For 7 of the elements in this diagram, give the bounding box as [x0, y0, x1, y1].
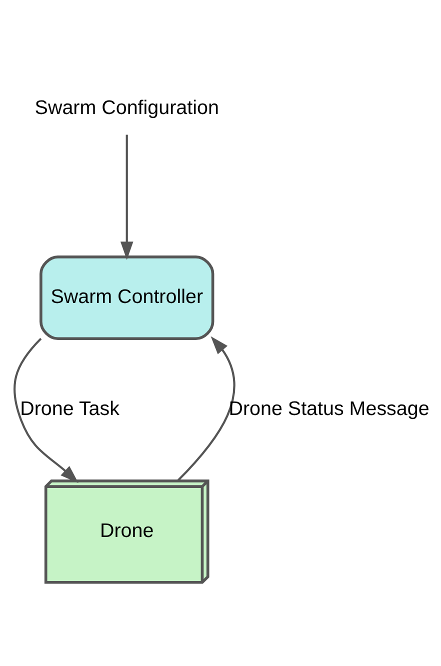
edge-label: Drone Status Message [228, 398, 430, 420]
arrow [120, 134, 134, 260]
arrow [176, 336, 236, 482]
edge-label: Drone Task [20, 398, 120, 420]
node-text: Swarm Configuration [34, 97, 219, 120]
node-box: Swarm Controller [40, 256, 214, 340]
arrow [13, 338, 78, 484]
